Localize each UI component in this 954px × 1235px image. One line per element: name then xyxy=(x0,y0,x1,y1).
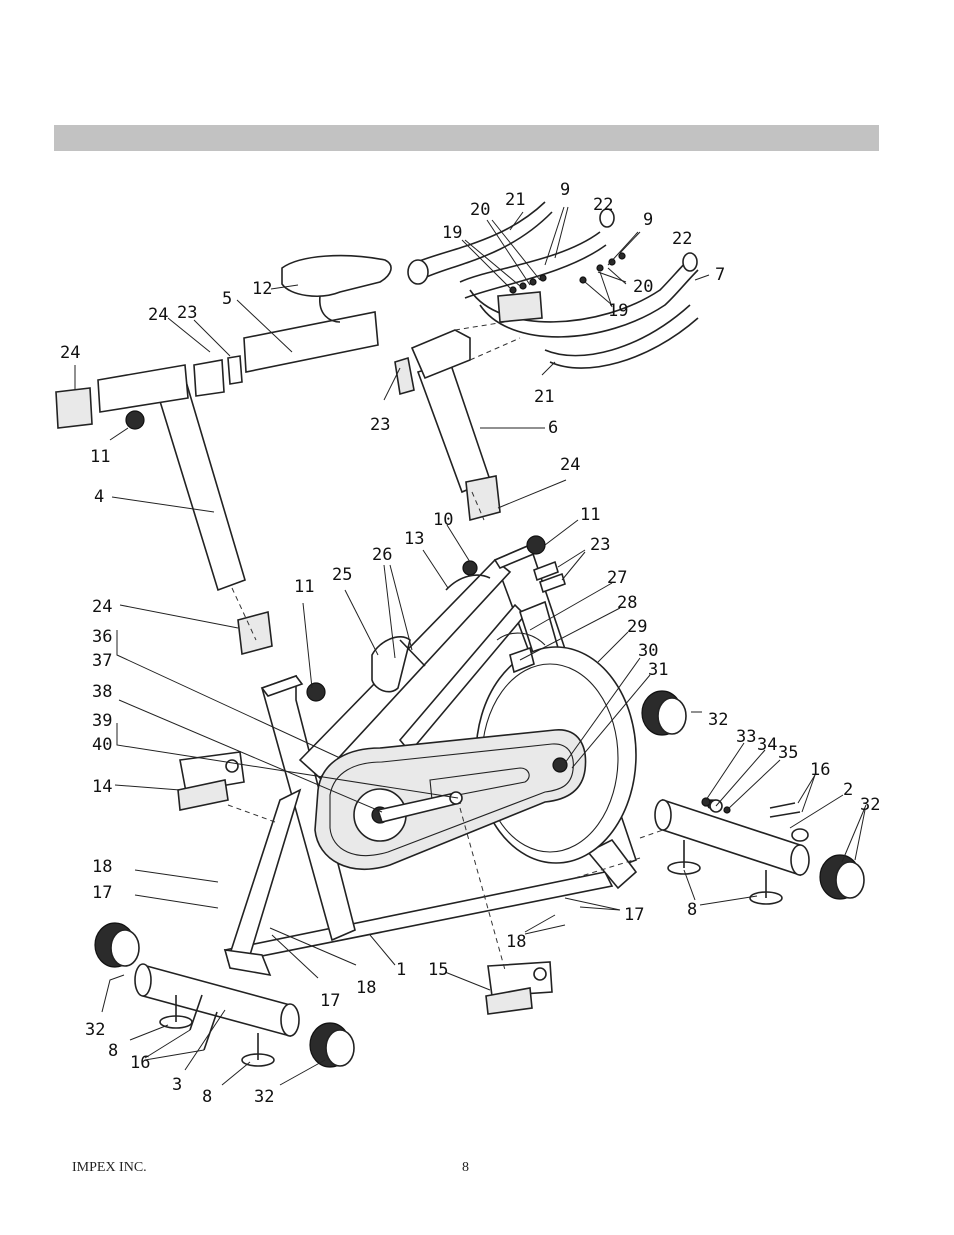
end-caps xyxy=(94,690,865,1068)
label-16: 16 xyxy=(810,760,830,780)
label-18: 18 xyxy=(506,932,526,952)
label-3: 3 xyxy=(172,1075,182,1095)
label-18: 18 xyxy=(92,857,112,877)
label-14: 14 xyxy=(92,777,112,797)
label-32: 32 xyxy=(860,795,880,815)
label-40: 40 xyxy=(92,735,112,755)
label-8: 8 xyxy=(108,1041,118,1061)
label-24: 24 xyxy=(560,455,580,475)
label-38: 38 xyxy=(92,682,112,702)
label-7: 7 xyxy=(715,265,725,285)
label-28: 28 xyxy=(617,593,637,613)
label-9: 9 xyxy=(560,180,570,200)
part-number-labels: 21 9 20 22 9 19 22 7 20 19 12 5 24 23 24… xyxy=(60,180,880,1107)
leveling-feet xyxy=(159,840,783,1067)
label-15: 15 xyxy=(428,960,448,980)
label-37: 37 xyxy=(92,651,112,671)
rear-stabilizer xyxy=(134,963,300,1038)
assembly-lines xyxy=(227,321,664,971)
label-34: 34 xyxy=(757,735,777,755)
label-29: 29 xyxy=(627,617,647,637)
footer-company: IMPEX INC. xyxy=(72,1160,147,1175)
label-24: 24 xyxy=(92,597,112,617)
leader-lines xyxy=(74,206,867,1086)
label-30: 30 xyxy=(638,641,658,661)
label-13: 13 xyxy=(404,529,424,549)
label-21: 21 xyxy=(505,190,525,210)
label-36: 36 xyxy=(92,627,112,647)
section-header-bar xyxy=(54,125,879,151)
label-8: 8 xyxy=(687,900,697,920)
label-11: 11 xyxy=(294,577,314,597)
label-10: 10 xyxy=(433,510,453,530)
label-11: 11 xyxy=(580,505,600,525)
label-39: 39 xyxy=(92,711,112,731)
label-24: 24 xyxy=(148,305,168,325)
label-17: 17 xyxy=(624,905,644,925)
label-31: 31 xyxy=(648,660,668,680)
label-23: 23 xyxy=(177,303,197,323)
label-5: 5 xyxy=(222,289,232,309)
label-12: 12 xyxy=(252,279,272,299)
label-9: 9 xyxy=(643,210,653,230)
label-20: 20 xyxy=(633,277,653,297)
label-23: 23 xyxy=(590,535,610,555)
label-35: 35 xyxy=(778,743,798,763)
label-19: 19 xyxy=(608,301,628,321)
label-25: 25 xyxy=(332,565,352,585)
label-17: 17 xyxy=(92,883,112,903)
small-hardware xyxy=(306,252,626,702)
label-24: 24 xyxy=(60,343,80,363)
label-21: 21 xyxy=(534,387,554,407)
label-27: 27 xyxy=(607,568,627,588)
label-23: 23 xyxy=(370,415,390,435)
label-8: 8 xyxy=(202,1087,212,1107)
label-22: 22 xyxy=(672,229,692,249)
label-11: 11 xyxy=(90,447,110,467)
label-32: 32 xyxy=(708,710,728,730)
label-32: 32 xyxy=(254,1087,274,1107)
label-32: 32 xyxy=(85,1020,105,1040)
label-26: 26 xyxy=(372,545,392,565)
label-6: 6 xyxy=(548,418,558,438)
crank-arm xyxy=(376,791,463,823)
label-17: 17 xyxy=(320,991,340,1011)
label-33: 33 xyxy=(736,727,756,747)
label-4: 4 xyxy=(94,487,104,507)
footer-page-number: 8 xyxy=(462,1160,469,1175)
label-22: 22 xyxy=(593,195,613,215)
label-16: 16 xyxy=(130,1053,150,1073)
label-2: 2 xyxy=(843,780,853,800)
label-18: 18 xyxy=(356,978,376,998)
pedals xyxy=(177,751,553,1015)
label-20: 20 xyxy=(470,200,490,220)
handlebar-assembly xyxy=(394,201,699,522)
label-19: 19 xyxy=(442,223,462,243)
seat-assembly xyxy=(55,254,392,656)
label-1: 1 xyxy=(396,960,406,980)
